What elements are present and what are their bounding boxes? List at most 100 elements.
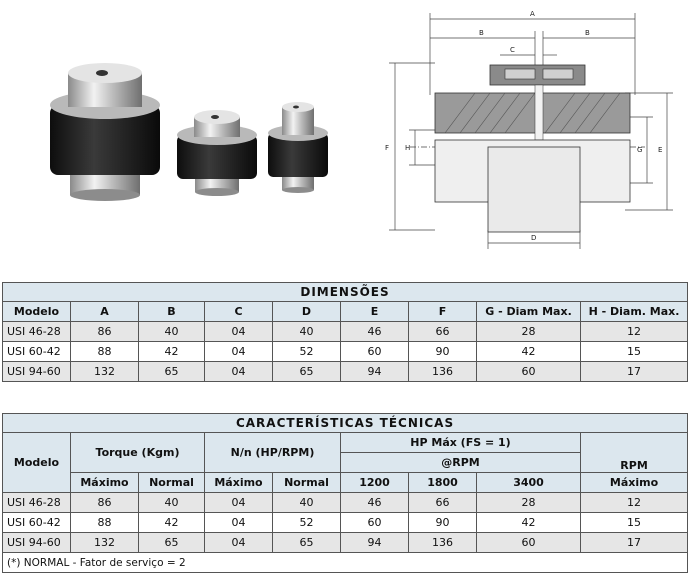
col-modelo: Modelo — [2, 432, 71, 493]
label-e: E — [658, 146, 662, 154]
cell: 65 — [138, 532, 205, 553]
col-nn: N/n (HP/RPM) — [204, 432, 341, 473]
cell: 12 — [579, 321, 689, 342]
cell: 17 — [579, 532, 689, 553]
cell: 94 — [340, 532, 409, 553]
label-h: H — [405, 144, 410, 152]
cell: 28 — [476, 321, 581, 342]
cell: 86 — [70, 492, 139, 513]
dimensions-header-row: Modelo A B C D E F G - Diam Max. H - Dia… — [2, 301, 689, 322]
cell: 60 — [340, 512, 409, 533]
cell: 136 — [408, 361, 477, 382]
cell: 136 — [408, 532, 477, 553]
label-d: D — [531, 234, 536, 242]
label-c: C — [510, 46, 515, 54]
cell: USI 60-42 — [2, 512, 71, 533]
table-row: USI 94-60 132 65 04 65 94 136 60 17 — [2, 361, 689, 382]
col-c: C — [204, 301, 273, 322]
sub-hp-3400: 3400 — [476, 472, 581, 493]
cell: USI 94-60 — [2, 361, 71, 382]
sub-nn-max: Máximo — [204, 472, 273, 493]
technical-subheader-row: Máximo Normal Máximo Normal 1200 1800 34… — [3, 472, 689, 493]
col-b: B — [138, 301, 205, 322]
cell: USI 60-42 — [2, 341, 71, 362]
coupling-medium — [177, 110, 257, 196]
cell: 88 — [70, 512, 139, 533]
label-g: G — [637, 146, 642, 154]
cell: 86 — [70, 321, 139, 342]
table-row: USI 46-28 86 40 04 40 46 66 28 12 — [2, 321, 689, 342]
cell: 52 — [272, 512, 341, 533]
cell: 65 — [272, 361, 341, 382]
cell: 40 — [138, 321, 205, 342]
cell: 04 — [204, 361, 273, 382]
cell: USI 46-28 — [2, 321, 71, 342]
technical-title: CARACTERÍSTICAS TÉCNICAS — [1, 413, 689, 433]
sub-torque-normal: Normal — [138, 472, 205, 493]
col-rpm: RPM — [579, 432, 689, 473]
col-torque: Torque (Kgm) — [70, 432, 205, 473]
col-f: F — [408, 301, 477, 322]
service-factor-note: (*) NORMAL - Fator de serviço = 2 — [1, 552, 689, 573]
cell: 28 — [476, 492, 581, 513]
table-row: USI 60-42 88 42 04 52 60 90 42 15 — [2, 341, 689, 362]
cell: 40 — [138, 492, 205, 513]
col-a: A — [70, 301, 139, 322]
dimensions-title: DIMENSÕES — [1, 282, 689, 302]
cell: 88 — [70, 341, 139, 362]
cell: 65 — [138, 361, 205, 382]
technical-table: CARACTERÍSTICAS TÉCNICAS Modelo Torque (… — [1, 413, 689, 573]
cell: 132 — [70, 361, 139, 382]
cell: 65 — [272, 532, 341, 553]
col-g: G - Diam Max. — [476, 301, 581, 322]
cell: 40 — [272, 492, 341, 513]
cell: 42 — [138, 341, 205, 362]
label-b-right: B — [585, 29, 590, 37]
cell: 04 — [204, 512, 273, 533]
sub-rpm-max: Máximo — [579, 472, 689, 493]
cell: 94 — [340, 361, 409, 382]
col-at-rpm: @RPM — [340, 452, 581, 473]
cell: 40 — [272, 321, 341, 342]
cell: 42 — [476, 512, 581, 533]
cell: 15 — [579, 341, 689, 362]
cell: 66 — [408, 492, 477, 513]
cell: 42 — [138, 512, 205, 533]
cell: 46 — [340, 492, 409, 513]
label-f: F — [385, 144, 389, 152]
cell: 60 — [340, 341, 409, 362]
label-b-left: B — [479, 29, 484, 37]
cell: 42 — [476, 341, 581, 362]
coupling-small — [268, 102, 328, 193]
sub-torque-max: Máximo — [70, 472, 139, 493]
cell: 04 — [204, 321, 273, 342]
cell: 04 — [204, 341, 273, 362]
table-row: USI 60-42 88 42 04 52 60 90 42 15 — [2, 512, 689, 533]
product-photo — [50, 63, 328, 201]
col-h: H - Diam. Max. — [579, 301, 689, 322]
cell: 04 — [204, 492, 273, 513]
cell: 66 — [408, 321, 477, 342]
dimensions-table: DIMENSÕES Modelo A B C D E F G - Diam Ma… — [1, 282, 689, 382]
col-modelo: Modelo — [2, 301, 71, 322]
cell: 132 — [70, 532, 139, 553]
sub-hp-1200: 1200 — [340, 472, 409, 493]
cell: 46 — [340, 321, 409, 342]
col-hp-max: HP Máx (FS = 1) — [340, 432, 581, 453]
sub-hp-1800: 1800 — [408, 472, 477, 493]
technical-drawing: A B B C F H G E D — [385, 10, 673, 249]
cell: 15 — [579, 512, 689, 533]
cell: USI 46-28 — [2, 492, 71, 513]
cell: 12 — [579, 492, 689, 513]
table-row: USI 94-60 132 65 04 65 94 136 60 17 — [2, 532, 689, 553]
col-d: D — [272, 301, 341, 322]
table-row: USI 46-28 86 40 04 40 46 66 28 12 — [2, 492, 689, 513]
coupling-section — [434, 64, 631, 233]
cell: 17 — [579, 361, 689, 382]
cell: USI 94-60 — [2, 532, 71, 553]
coupling-large — [50, 63, 160, 201]
sub-nn-normal: Normal — [272, 472, 341, 493]
cell: 60 — [476, 532, 581, 553]
label-a: A — [530, 10, 535, 18]
cell: 90 — [408, 341, 477, 362]
